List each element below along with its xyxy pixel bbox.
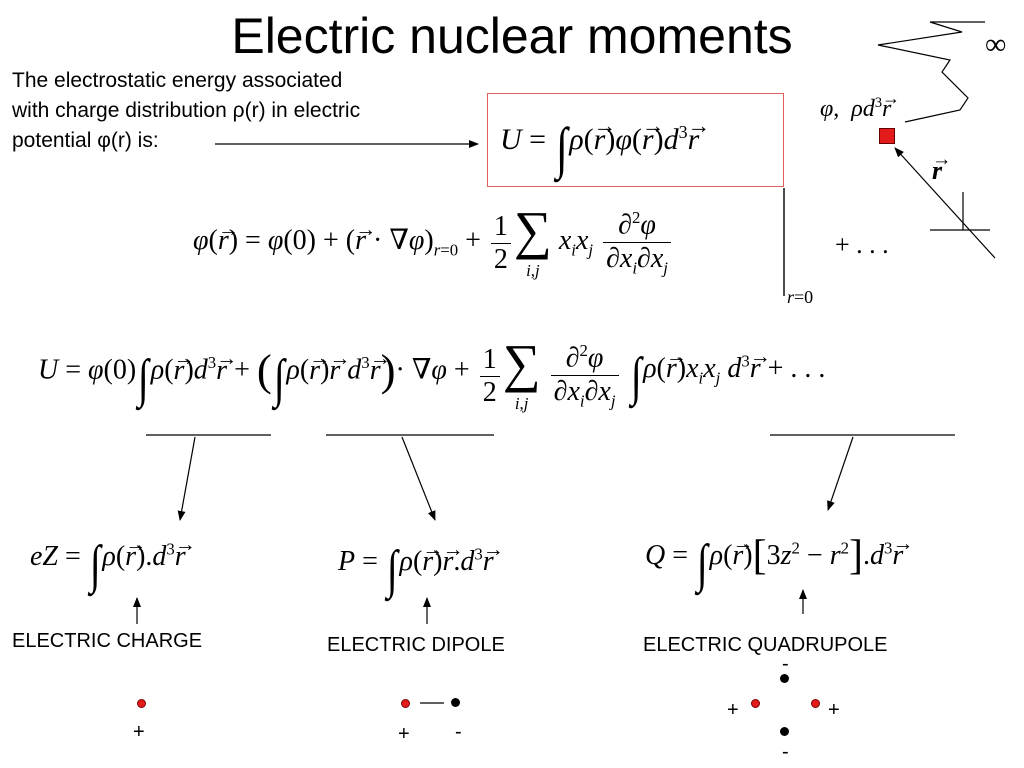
phi-symbol: φ: [97, 129, 111, 152]
path-from-infinity-curve: [877, 21, 985, 123]
evaluation-subscript: r=0: [787, 287, 814, 307]
monopole-positive-charge: [137, 699, 146, 708]
energy-equation: U = ∫ρ(r)φ(r)d3r: [500, 115, 699, 177]
dipole-minus-sign: -: [455, 721, 462, 743]
r-vector-line: [894, 147, 996, 259]
quadrupole-right-positive: [811, 699, 820, 708]
dipole-plus-sign: +: [398, 723, 410, 745]
monopole-plus-sign: +: [133, 721, 145, 743]
infinity-symbol: ∞: [985, 28, 1007, 61]
r-vector-label: r: [932, 150, 942, 184]
dipole-definition: P = ∫ρ(r)r.d3r: [338, 539, 494, 596]
quadrupole-left-plus: +: [727, 699, 739, 721]
quadrupole-definition: Q = ∫ρ(r)[3z2 − r2].d3r: [645, 533, 903, 590]
label-electric-dipole: ELECTRIC DIPOLE: [327, 634, 505, 656]
potential-expansion: φ(r) = φ(0) + (r · ∇φ)r=0 + 12∑i,j xixj …: [193, 204, 674, 280]
dipole-positive-charge: [401, 699, 410, 708]
label-electric-charge: ELECTRIC CHARGE: [12, 630, 203, 652]
arrow-to-dipole: [401, 436, 436, 521]
intro-text: The electrostatic energy associated with…: [12, 66, 452, 156]
rho-symbol: ρ: [232, 99, 245, 122]
volume-element-square: [879, 128, 895, 144]
quadrupole-top-negative: [780, 674, 789, 683]
energy-equation-box: [487, 93, 784, 187]
intro-line-1: The electrostatic energy associated: [12, 69, 343, 92]
dipole-negative-charge: [451, 698, 460, 707]
quadrupole-bottom-minus: -: [782, 741, 789, 763]
quadrupole-left-positive: [751, 699, 760, 708]
arrow-to-charge: [177, 436, 196, 521]
intro-line-2: with charge distribution ρ(r) in electri…: [12, 99, 361, 122]
slide-title: Electric nuclear moments: [231, 8, 793, 64]
volume-element-label: φ, ρd3r: [820, 89, 892, 121]
arrow-to-quadrupole: [827, 436, 854, 511]
energy-expansion: U = φ(0)∫ρ(r)d3r + (∫ρ(r)r d3r)· ∇φ + 12…: [38, 337, 825, 413]
intro-line-3: potential φ(r) is:: [12, 129, 159, 152]
quadrupole-right-plus: +: [828, 699, 840, 721]
quadrupole-top-minus: -: [782, 653, 789, 675]
quadrupole-bottom-negative: [780, 727, 789, 736]
expansion-ellipsis: + . . .: [835, 230, 889, 259]
charge-definition: eZ = ∫ρ(r).d3r: [30, 534, 186, 591]
label-electric-quadrupole: ELECTRIC QUADRUPOLE: [643, 634, 888, 656]
